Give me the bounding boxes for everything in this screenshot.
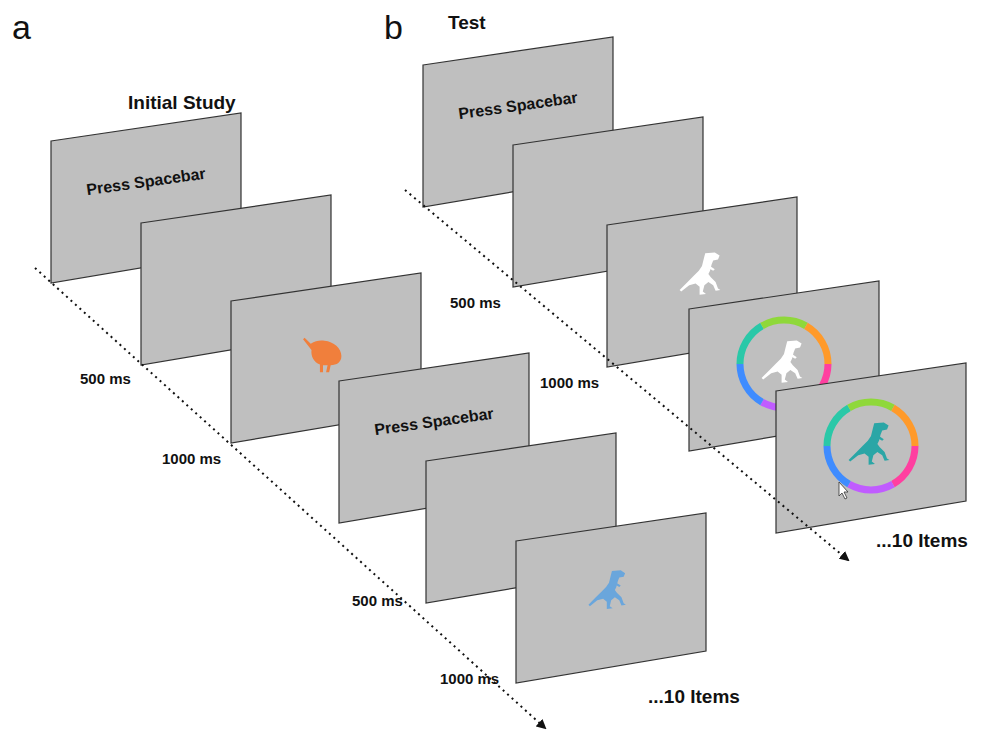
duration-label: 1000 ms bbox=[162, 450, 221, 467]
ring-colored-dino-screen bbox=[775, 362, 969, 536]
section-heading: Test bbox=[448, 12, 486, 34]
count-label: ...10 Items bbox=[648, 686, 740, 708]
timeline-arrow bbox=[405, 190, 848, 560]
section-heading: Initial Study bbox=[128, 92, 236, 114]
duration-label: 500 ms bbox=[450, 294, 501, 311]
screen-panel bbox=[775, 362, 969, 536]
timeline-arrow bbox=[35, 268, 545, 728]
duration-label: 1000 ms bbox=[540, 374, 599, 391]
dino-screen bbox=[515, 512, 709, 686]
panel-letter: b bbox=[384, 8, 403, 47]
panel-letter: a bbox=[12, 8, 31, 47]
screen-panel bbox=[515, 512, 709, 686]
duration-label: 500 ms bbox=[80, 370, 131, 387]
duration-label: 1000 ms bbox=[440, 670, 499, 687]
count-label: ...10 Items bbox=[876, 530, 968, 552]
duration-label: 500 ms bbox=[352, 592, 403, 609]
